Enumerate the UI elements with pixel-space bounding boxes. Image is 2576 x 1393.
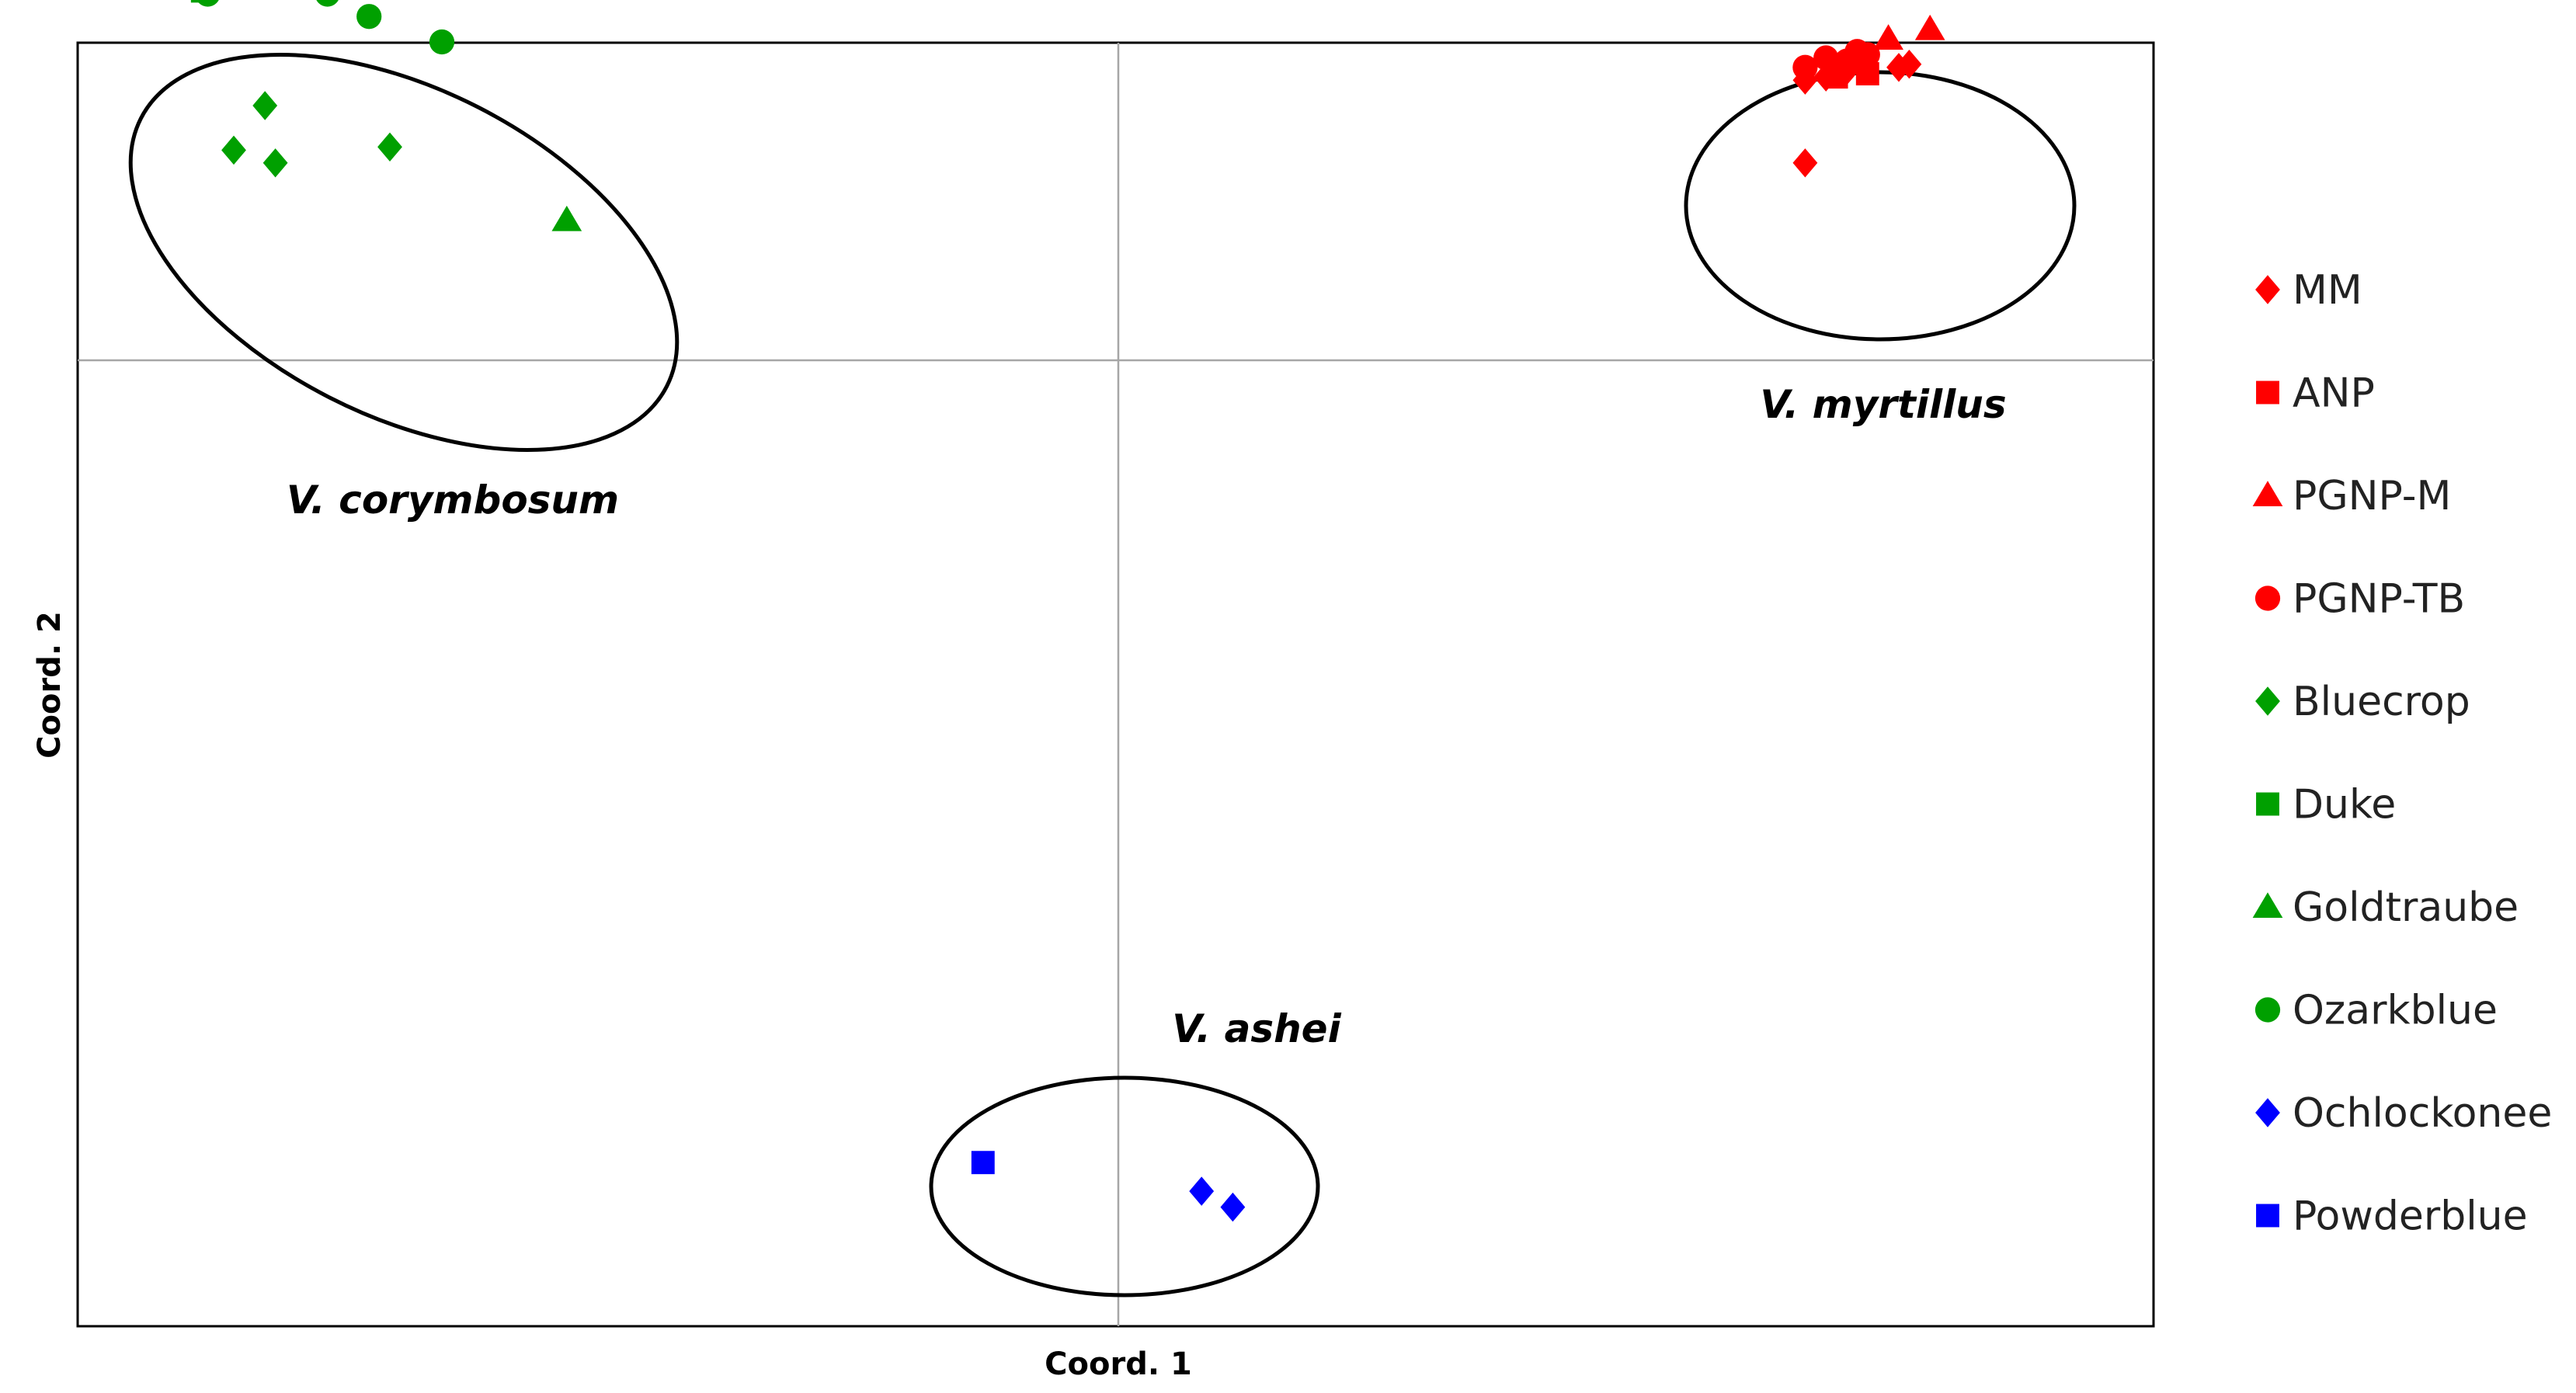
legend-label-ochlockonee: Ochlockonee xyxy=(2293,1090,2552,1137)
legend-marker-anp xyxy=(2256,380,2279,405)
cluster-ellipse-v-ashei xyxy=(929,1075,1320,1297)
legend-label-anp: ANP xyxy=(2293,370,2375,417)
point-ochlockonee-1 xyxy=(1220,1192,1246,1222)
group-label-v-corymbosum: V. corymbosum xyxy=(287,478,619,523)
legend-marker-pgnp-m xyxy=(2252,481,2283,507)
legend-item-ozarkblue: Ozarkblue xyxy=(2254,988,2498,1034)
group-label-v-ashei: V. ashei xyxy=(1172,1006,1341,1051)
point-mm-5 xyxy=(1792,148,1818,178)
legend-marker-ozarkblue xyxy=(2254,997,2281,1023)
legend-marker-powderblue xyxy=(2256,1204,2279,1228)
legend-item-powderblue: Powderblue xyxy=(2256,1193,2528,1240)
point-ozarkblue-1 xyxy=(316,0,339,7)
plot-area-frame xyxy=(76,41,2155,1328)
point-powderblue-0 xyxy=(971,1151,995,1175)
point-bluecrop-2 xyxy=(262,148,288,178)
legend-marker-pgnp-tb xyxy=(2254,585,2281,611)
point-mm-4 xyxy=(1886,53,1911,82)
legend-label-goldtraube: Goldtraube xyxy=(2293,884,2519,931)
legend-item-anp: ANP xyxy=(2256,370,2375,417)
legend-label-powderblue: Powderblue xyxy=(2293,1193,2528,1240)
legend-marker-duke xyxy=(2256,792,2279,816)
point-bluecrop-3 xyxy=(377,132,402,162)
legend-marker-goldtraube xyxy=(2252,892,2283,919)
point-ozarkblue-3 xyxy=(429,29,455,55)
cluster-ellipses xyxy=(128,52,2077,1297)
point-pgnp-tb-0 xyxy=(1792,54,1818,80)
legend-item-bluecrop: Bluecrop xyxy=(2255,679,2470,725)
legend-label-mm: MM xyxy=(2293,267,2362,314)
y-axis-title: Coord. 2 xyxy=(32,611,68,759)
legend-item-goldtraube: Goldtraube xyxy=(2252,884,2519,931)
legend: MM ANP PGNP-M PGNP-TB BluecropDukeGoldtraube… xyxy=(2252,267,2552,1240)
point-bluecrop-0 xyxy=(252,91,278,120)
legend-label-ozarkblue: Ozarkblue xyxy=(2293,988,2498,1034)
point-bluecrop-1 xyxy=(221,135,246,165)
cluster-ellipse-v-corymbosum xyxy=(128,52,680,453)
data-points xyxy=(190,0,1945,1222)
legend-item-pgnp-tb: PGNP-TB xyxy=(2254,576,2465,623)
legend-item-mm: MM xyxy=(2255,267,2362,314)
point-pgnp-m-1 xyxy=(1873,24,1903,50)
cluster-ellipse-v-myrtillus xyxy=(1684,70,2077,342)
point-ochlockonee-0 xyxy=(1189,1176,1215,1206)
point-goldtraube-0 xyxy=(551,205,582,231)
legend-item-duke: Duke xyxy=(2256,782,2396,829)
point-pgnp-tb-4 xyxy=(1855,42,1880,68)
point-pgnp-m-0 xyxy=(1914,14,1945,40)
legend-marker-bluecrop xyxy=(2255,686,2280,716)
legend-label-pgnp-tb: PGNP-TB xyxy=(2293,576,2465,623)
legend-label-pgnp-m: PGNP-M xyxy=(2293,473,2451,519)
point-pgnp-tb-1 xyxy=(1813,45,1839,71)
point-ozarkblue-2 xyxy=(356,4,382,30)
point-ozarkblue-0 xyxy=(196,0,219,7)
group-label-v-myrtillus: V. myrtillus xyxy=(1760,382,2006,427)
x-axis-title: Coord. 1 xyxy=(1045,1346,1192,1382)
legend-marker-mm xyxy=(2255,275,2280,304)
legend-item-pgnp-m: PGNP-M xyxy=(2252,473,2451,519)
legend-marker-ochlockonee xyxy=(2255,1098,2280,1127)
legend-item-ochlockonee: Ochlockonee xyxy=(2255,1090,2552,1137)
legend-label-bluecrop: Bluecrop xyxy=(2293,679,2470,725)
legend-label-duke: Duke xyxy=(2293,782,2396,829)
